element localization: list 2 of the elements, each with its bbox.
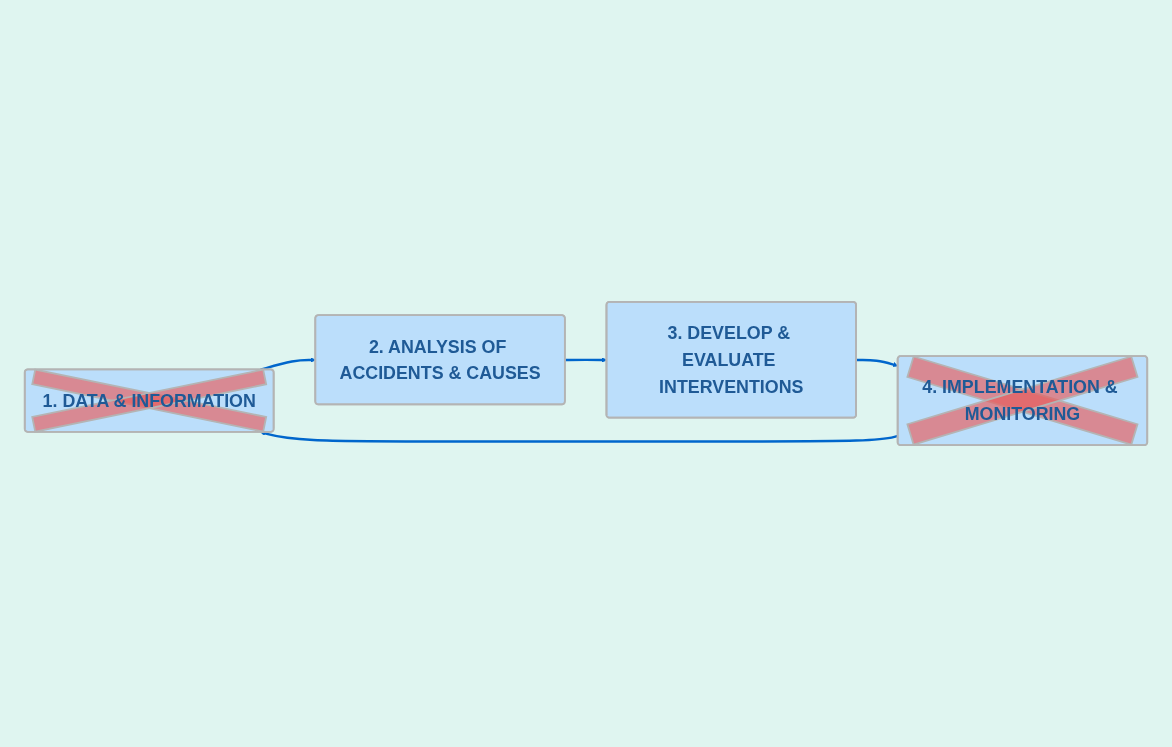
arrow [260, 357, 316, 371]
arrow [565, 357, 607, 363]
